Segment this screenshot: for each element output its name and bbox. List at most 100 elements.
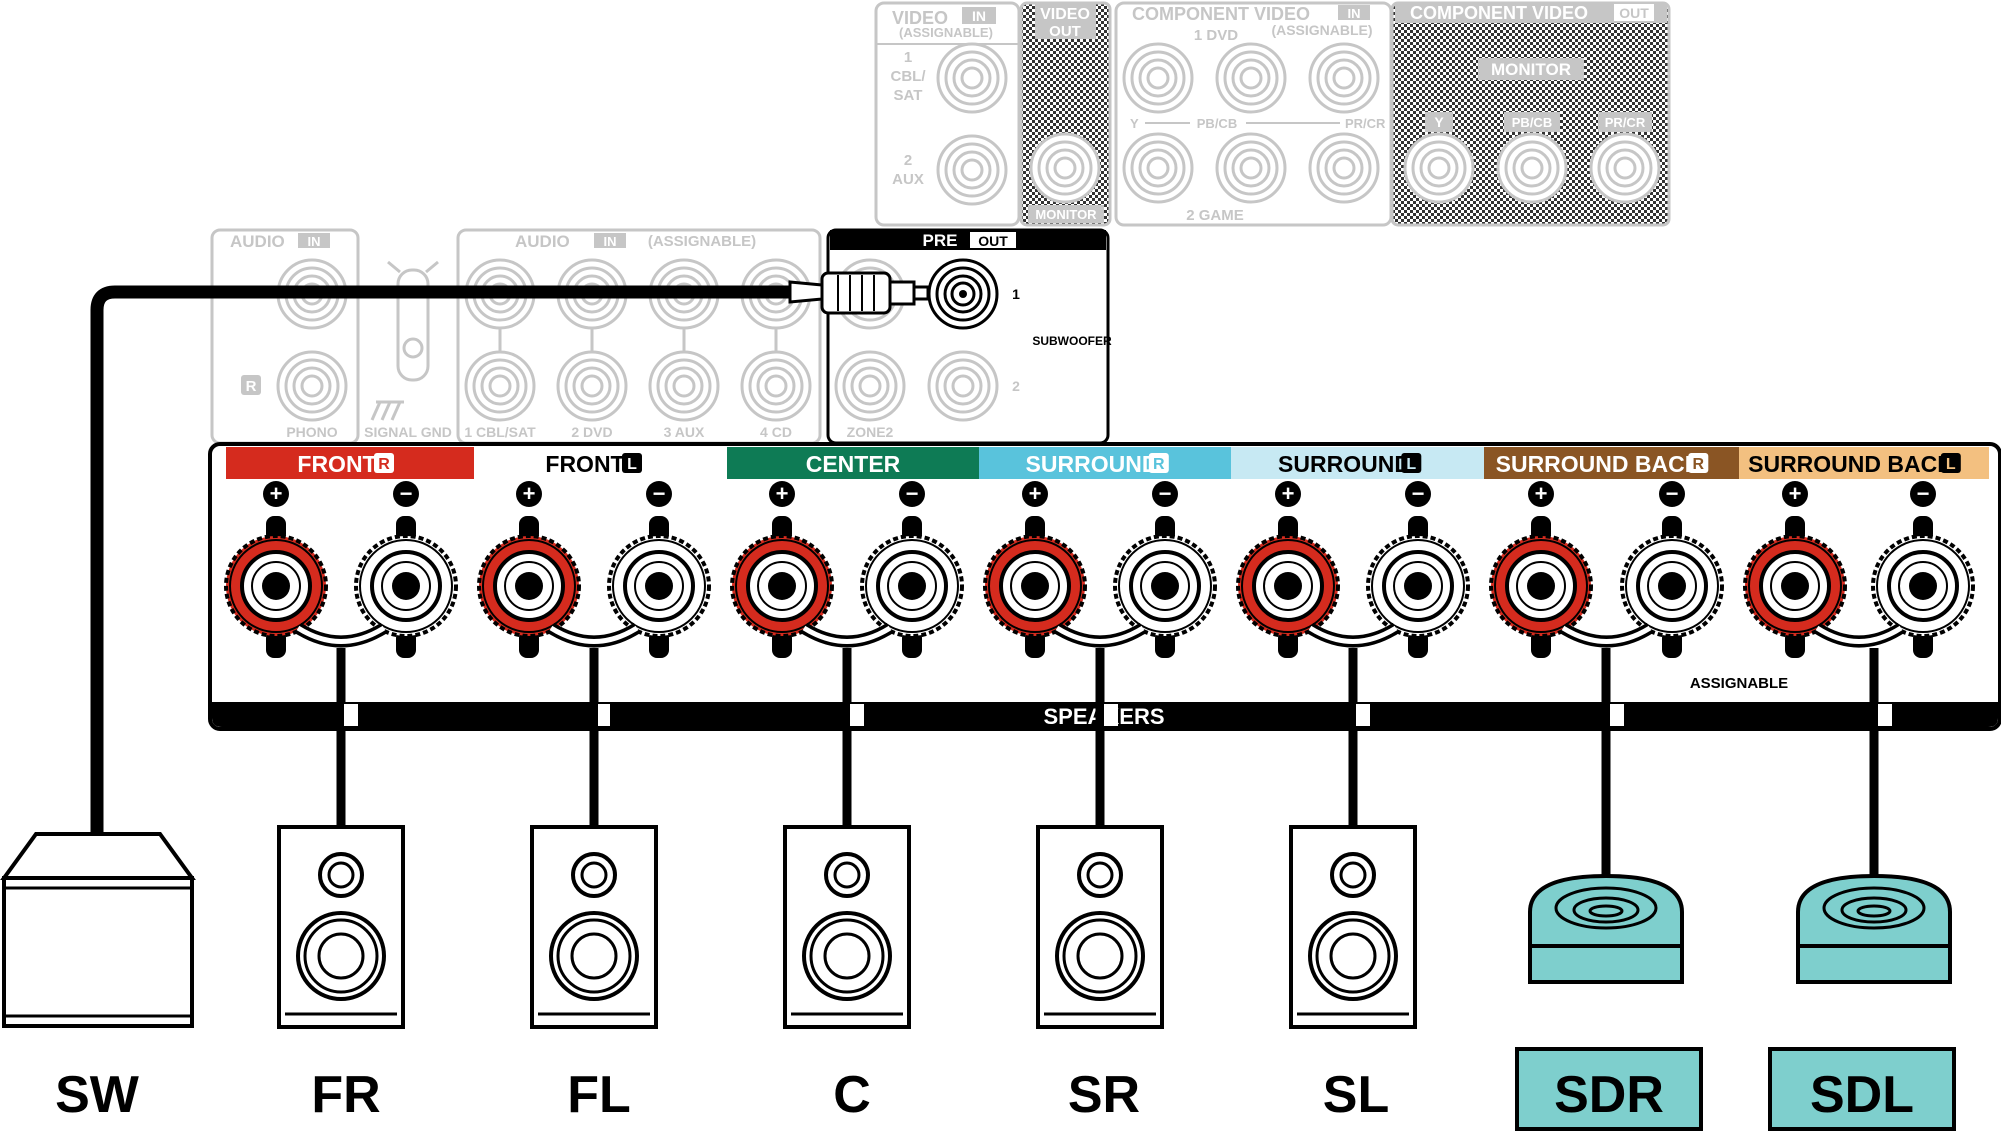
video-in-panel: VIDEO IN (ASSIGNABLE) 1 CBL/ SAT 2 AUX (874, 1, 1021, 227)
positive-terminal-icon: + (1236, 481, 1340, 658)
rca-jack-icon (834, 350, 906, 422)
pre-out-1-label: 1 (1012, 286, 1020, 302)
rca-jack-icon (1215, 42, 1287, 114)
video-in-title: VIDEO (892, 8, 948, 28)
audio-in-phono-badge: IN (308, 234, 321, 249)
speaker-label: SDL (1810, 1066, 1914, 1124)
subwoofer-out-jack-icon (927, 258, 999, 330)
negative-terminal-icon: − (1113, 481, 1217, 658)
pre-out-panel: PRE OUT 1 2 SUBWOOFER ZONE2 (826, 228, 1112, 445)
audio-in-jack-label: 1 CBL/SAT (464, 424, 536, 440)
positive-terminal-icon: + (1489, 481, 1593, 658)
assignable-label: ASSIGNABLE (1690, 675, 1788, 692)
component-in-panel: COMPONENT VIDEO IN (ASSIGNABLE) 1 DVD Y … (1114, 1, 1393, 227)
svg-text:−: − (1666, 481, 1679, 506)
component-out-y: Y (1434, 114, 1444, 130)
video-in-2-label: 2 (904, 152, 912, 169)
video-in-sub: (ASSIGNABLE) (899, 25, 993, 40)
component-in-pb: PB/CB (1197, 116, 1237, 131)
rca-jack-icon (936, 134, 1008, 206)
audio-in-phono-r: R (246, 378, 257, 395)
rca-jack-icon (276, 350, 348, 422)
component-in-sub: (ASSIGNABLE) (1271, 22, 1372, 38)
speaker-icon (1289, 825, 1417, 1029)
channel-header-label: FRONT (297, 451, 376, 477)
svg-text:−: − (1917, 481, 1930, 506)
audio-in-phono-label: PHONO (286, 424, 337, 440)
svg-text:+: + (1282, 481, 1295, 506)
channel-header-badge: L (1406, 456, 1416, 473)
rca-jack-icon (1403, 132, 1475, 204)
subwoofer-cable (90, 271, 930, 838)
channel-header-badge: L (1946, 456, 1956, 473)
svg-text:+: + (1029, 481, 1042, 506)
rca-jack-icon (1122, 42, 1194, 114)
channel-header-label: FRONT (545, 451, 624, 477)
channel-header-label: SURROUND BACK (1496, 451, 1702, 477)
video-in-2-label-b: AUX (892, 171, 924, 188)
svg-text:−: − (906, 481, 919, 506)
pre-out-zone2-label: ZONE2 (847, 424, 894, 440)
pre-out-subwoofer-label: SUBWOOFER (1032, 334, 1112, 348)
positive-terminal-icon: + (983, 481, 1087, 658)
component-in-row1: 1 DVD (1194, 27, 1238, 44)
speaker-icon (277, 825, 405, 1029)
subwoofer-icon (0, 832, 196, 1028)
channel-header-label: SURROUND BACK (1748, 451, 1954, 477)
pre-out-2-label: 2 (1012, 378, 1020, 394)
positive-terminal-icon: + (224, 481, 328, 658)
channel-header-badge: R (378, 456, 390, 473)
svg-text:+: + (776, 481, 789, 506)
rca-jack-icon (936, 42, 1008, 114)
positive-terminal-icon: + (1743, 481, 1847, 658)
monitor-jack-icon (1029, 132, 1101, 204)
svg-text:−: − (400, 481, 413, 506)
rca-jack-icon (927, 350, 999, 422)
rca-jack-icon (1215, 132, 1287, 204)
video-in-1-label-c: SAT (894, 87, 923, 104)
negative-terminal-icon: − (607, 481, 711, 658)
speaker-label: SW (55, 1066, 140, 1124)
channel-header-label: SURROUND (1278, 451, 1411, 477)
component-out-title: COMPONENT VIDEO (1410, 3, 1588, 23)
audio-in-assign-title: AUDIO (515, 232, 570, 251)
svg-text:−: − (653, 481, 666, 506)
positive-terminal-icon: + (730, 481, 834, 658)
svg-text:+: + (270, 481, 283, 506)
component-in-y: Y (1130, 116, 1139, 131)
speaker-icon (783, 825, 911, 1029)
negative-terminal-icon: − (354, 481, 458, 658)
signal-gnd-label: SIGNAL GND (364, 424, 452, 440)
component-in-badge: IN (1348, 6, 1361, 21)
ceiling-speaker-icon (1528, 873, 1684, 984)
negative-terminal-icon: − (860, 481, 964, 658)
svg-text:+: + (523, 481, 536, 506)
video-out-title: VIDEO (1040, 6, 1090, 23)
video-in-1-label: 1 (904, 49, 912, 66)
channel-header-label: SURROUND (1026, 451, 1159, 477)
audio-in-jack-label: 2 DVD (571, 424, 612, 440)
rca-jack-icon (1589, 132, 1661, 204)
svg-text:−: − (1159, 481, 1172, 506)
pre-out-badge: OUT (978, 233, 1008, 249)
rca-jack-icon (1496, 132, 1568, 204)
speaker-label: FR (311, 1066, 380, 1124)
speaker-label: SL (1323, 1066, 1389, 1124)
positive-terminal-icon: + (477, 481, 581, 658)
speaker-label: FL (567, 1066, 631, 1124)
speaker-label: SDR (1554, 1066, 1664, 1124)
svg-text:−: − (1412, 481, 1425, 506)
component-out-panel: COMPONENT VIDEO OUT MONITOR Y PB/CB PR/C… (1390, 1, 1671, 227)
channel-header-badge: R (1693, 456, 1705, 473)
negative-terminal-icon: − (1620, 481, 1724, 658)
channel-header: CENTER (727, 447, 979, 479)
rca-jack-icon (1308, 132, 1380, 204)
rca-jack-icon (1122, 132, 1194, 204)
